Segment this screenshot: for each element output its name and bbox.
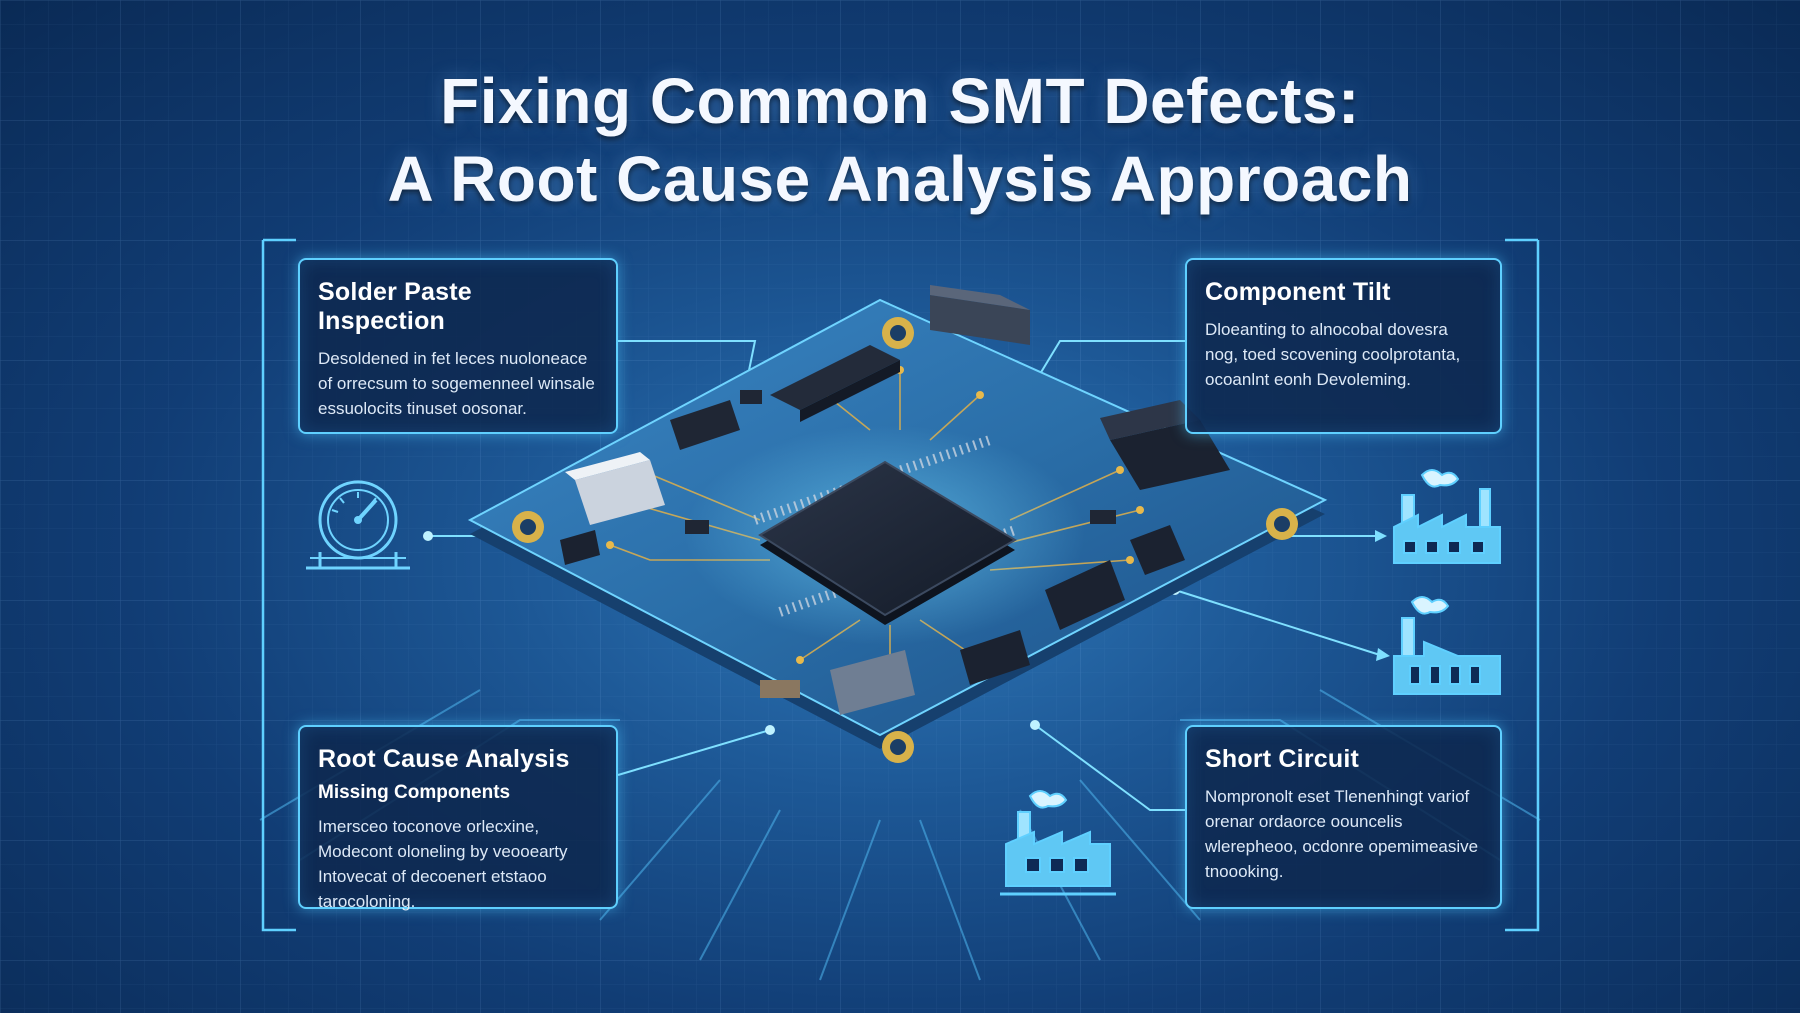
- factory-icon: [1000, 790, 1116, 896]
- page-title: Fixing Common SMT Defects: A Root Cause …: [0, 62, 1800, 218]
- card-heading: Solder Paste Inspection: [318, 278, 472, 335]
- title-line-2: A Root Cause Analysis Approach: [387, 143, 1413, 215]
- card-body: Nompronolt eset Tlenenhingt variof orena…: [1205, 787, 1479, 881]
- card-heading: Short Circuit: [1205, 745, 1359, 773]
- title-line-1: Fixing Common SMT Defects:: [440, 65, 1360, 137]
- card-solder-paste-inspection: Solder Paste Inspection Desoldened in fe…: [298, 258, 618, 434]
- main-processor-chip: [685, 425, 1085, 645]
- card-body: Desoldened in fet leces nuoloneace of or…: [318, 349, 595, 418]
- connector-arrows: [1375, 530, 1390, 661]
- card-component-tilt: Component Tilt Dloeanting to alnocobal d…: [1185, 258, 1502, 434]
- small-components: [560, 285, 1230, 715]
- card-subheading: Missing Components: [318, 782, 511, 803]
- card-body: Dloeanting to alnocobal dovesra nog, toe…: [1205, 320, 1461, 389]
- card-root-cause-analysis: Root Cause Analysis Missing Components I…: [298, 725, 618, 911]
- card-heading: Component Tilt: [1205, 278, 1391, 306]
- factory-icon: [1393, 596, 1501, 695]
- factory-icon: [1393, 469, 1501, 564]
- card-body: Imersceo toconove orlecxine, Modecont ol…: [318, 817, 568, 911]
- pressure-gauge-icon: [306, 480, 410, 570]
- card-short-circuit: Short Circuit Nompronolt eset Tlenenhing…: [1185, 725, 1502, 909]
- card-heading: Root Cause Analysis: [318, 745, 570, 773]
